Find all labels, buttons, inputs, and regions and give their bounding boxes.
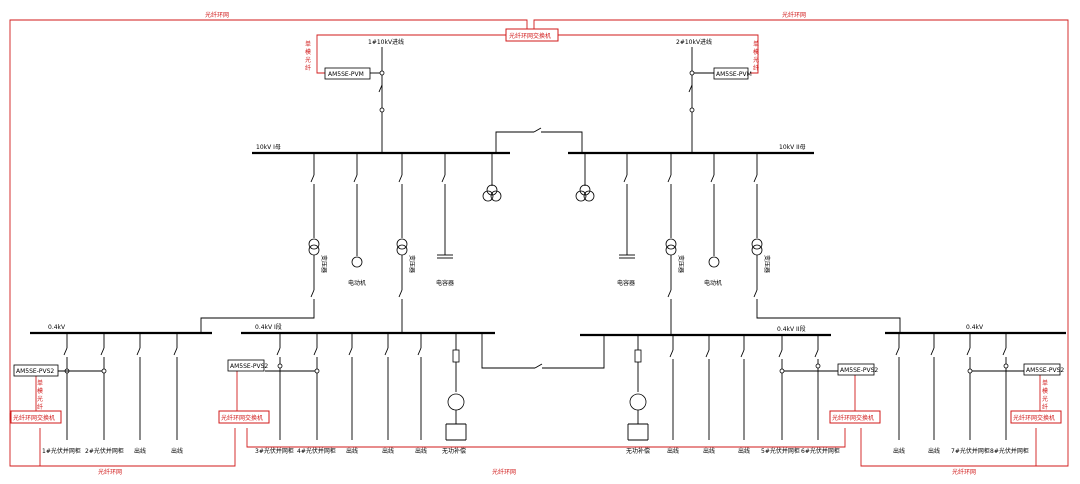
pvm-meter-right <box>713 67 749 80</box>
pvs2-meter-lv-b <box>1023 363 1061 376</box>
svg-text:纤: 纤 <box>1042 403 1048 411</box>
motor-label-left: 电动机 <box>348 279 366 287</box>
transformer-label-4: 变压器 <box>763 255 771 273</box>
bus-lv-a-label: 0.4kV <box>48 324 66 331</box>
ring-label-bottom-left: 光纤环网 <box>98 468 122 476</box>
outlet-g5: 5#光伏并网柜 <box>761 447 800 455</box>
hv-feeders-right <box>575 153 901 334</box>
lv1-feeders <box>265 333 467 441</box>
hv-bus-tie <box>495 131 534 153</box>
ring-switch-lv-a <box>10 410 62 424</box>
switch-label-lv-b: 光纤环网交换机 <box>1013 414 1055 422</box>
bus-hv1-label: 10kV I母 <box>256 144 281 151</box>
svg-text:光: 光 <box>1042 395 1048 403</box>
transformer-label-1: 变压器 <box>320 255 328 273</box>
reactive-label-left: 无功补偿 <box>442 447 466 455</box>
svg-text:模: 模 <box>1042 387 1048 395</box>
svg-text:模: 模 <box>305 48 311 56</box>
outlet-out-3: 出线 <box>346 447 358 455</box>
transformer-label-3: 变压器 <box>677 255 685 273</box>
reactive-label-right: 无功补偿 <box>626 447 650 455</box>
outlet-out-8: 出线 <box>738 447 750 455</box>
outlet-g1: 1#光伏并网柜 <box>42 447 81 455</box>
fiber-note-tl: 单 模 光 纤 <box>305 40 311 72</box>
fiber-note-br: 单 模 光 纤 <box>1042 379 1048 411</box>
lv-b-feeders <box>895 333 1024 440</box>
fiber-note-tr: 单 模 光 纤 <box>753 40 759 72</box>
pvs2-meter-lv1-label: AM5SE-PVS2 <box>230 363 268 370</box>
switch-label-lv2: 光纤环网交换机 <box>832 414 874 422</box>
outlet-out-10: 出线 <box>928 447 940 455</box>
ring-switch-lv1 <box>218 410 270 424</box>
ring-label-bottom-right: 光纤环网 <box>952 468 976 476</box>
switch-label-lv-a: 光纤环网交换机 <box>13 414 55 422</box>
pvm-meter-left <box>324 67 371 80</box>
lv-a-feeders <box>58 333 178 440</box>
svg-text:光: 光 <box>305 56 311 64</box>
top-switch-label: 光纤环网交换机 <box>509 32 551 40</box>
fiber-ring <box>9 19 1069 467</box>
svg-text:光: 光 <box>37 395 43 403</box>
pvs2-meter-lv-a <box>13 364 59 377</box>
incoming-right <box>688 47 714 153</box>
pvm-meter-right-label: AM5SE-PVM <box>716 71 752 78</box>
bus-lv1-label: 0.4kV I段 <box>255 323 282 331</box>
switch-label-lv1: 光纤环网交换机 <box>221 414 263 422</box>
outlet-out-5: 出线 <box>415 447 427 455</box>
bus-lv2-label: 0.4kV II段 <box>777 325 806 333</box>
capacitor-label-left: 电容器 <box>436 279 454 287</box>
pvs2-meter-lv2 <box>837 363 875 376</box>
outlet-out-9: 出线 <box>893 447 905 455</box>
ring-label-bottom-mid: 光纤环网 <box>492 468 516 476</box>
ring-switch-lv-b <box>1010 410 1062 424</box>
bus-lv-b-label: 0.4kV <box>966 324 984 331</box>
outlet-g7: 7#光伏并网柜 <box>951 447 990 455</box>
ring-switch-lv2 <box>829 410 881 424</box>
svg-text:纤: 纤 <box>305 64 311 72</box>
ring-label-top-left: 光纤环网 <box>205 11 229 19</box>
pvs2-meter-lv-b-label: AM5SE-PVS2 <box>1026 367 1064 374</box>
pvm-meter-left-label: AM5SE-PVM <box>328 71 364 78</box>
svg-text:纤: 纤 <box>753 64 759 72</box>
outlet-out-2: 出线 <box>171 447 183 455</box>
fiber-note-bl: 单 模 光 纤 <box>37 379 43 411</box>
svg-text:单: 单 <box>37 379 43 387</box>
outlet-g8: 8#光伏并网柜 <box>990 447 1029 455</box>
motor-label-right: 电动机 <box>704 279 722 287</box>
incoming-right-label: 2#10kV进线 <box>676 38 712 46</box>
lv2-feeders <box>627 335 838 441</box>
incoming-left <box>370 47 385 153</box>
svg-text:光: 光 <box>753 56 759 64</box>
pvs2-meter-lv-a-label: AM5SE-PVS2 <box>16 368 54 375</box>
svg-text:单: 单 <box>305 40 311 48</box>
capacitor-label-right: 电容器 <box>617 279 635 287</box>
outlet-out-6: 出线 <box>667 447 679 455</box>
svg-text:纤: 纤 <box>37 403 43 411</box>
outlet-g3: 3#光伏并网柜 <box>255 447 294 455</box>
outlet-out-7: 出线 <box>703 447 715 455</box>
incoming-left-label: 1#10kV进线 <box>368 38 404 46</box>
ring-label-top-right: 光纤环网 <box>782 11 806 19</box>
outlet-g4: 4#光伏并网柜 <box>297 447 336 455</box>
transformer-label-2: 变压器 <box>408 255 416 273</box>
svg-text:模: 模 <box>753 48 759 56</box>
svg-text:单: 单 <box>1042 379 1048 387</box>
lv-bus-tie <box>481 333 535 369</box>
svg-text:模: 模 <box>37 387 43 395</box>
outlet-out-1: 出线 <box>134 447 146 455</box>
pvs2-meter-lv1 <box>227 359 265 372</box>
outlet-out-4: 出线 <box>382 447 394 455</box>
hv-feeders-left <box>200 153 502 333</box>
pvs2-meter-lv2-label: AM5SE-PVS2 <box>840 367 878 374</box>
outlet-g6: 6#光伏并网柜 <box>801 447 840 455</box>
outlet-g2: 2#光伏并网柜 <box>85 447 124 455</box>
bus-hv2-label: 10kV II母 <box>779 144 806 151</box>
svg-text:单: 单 <box>753 40 759 48</box>
